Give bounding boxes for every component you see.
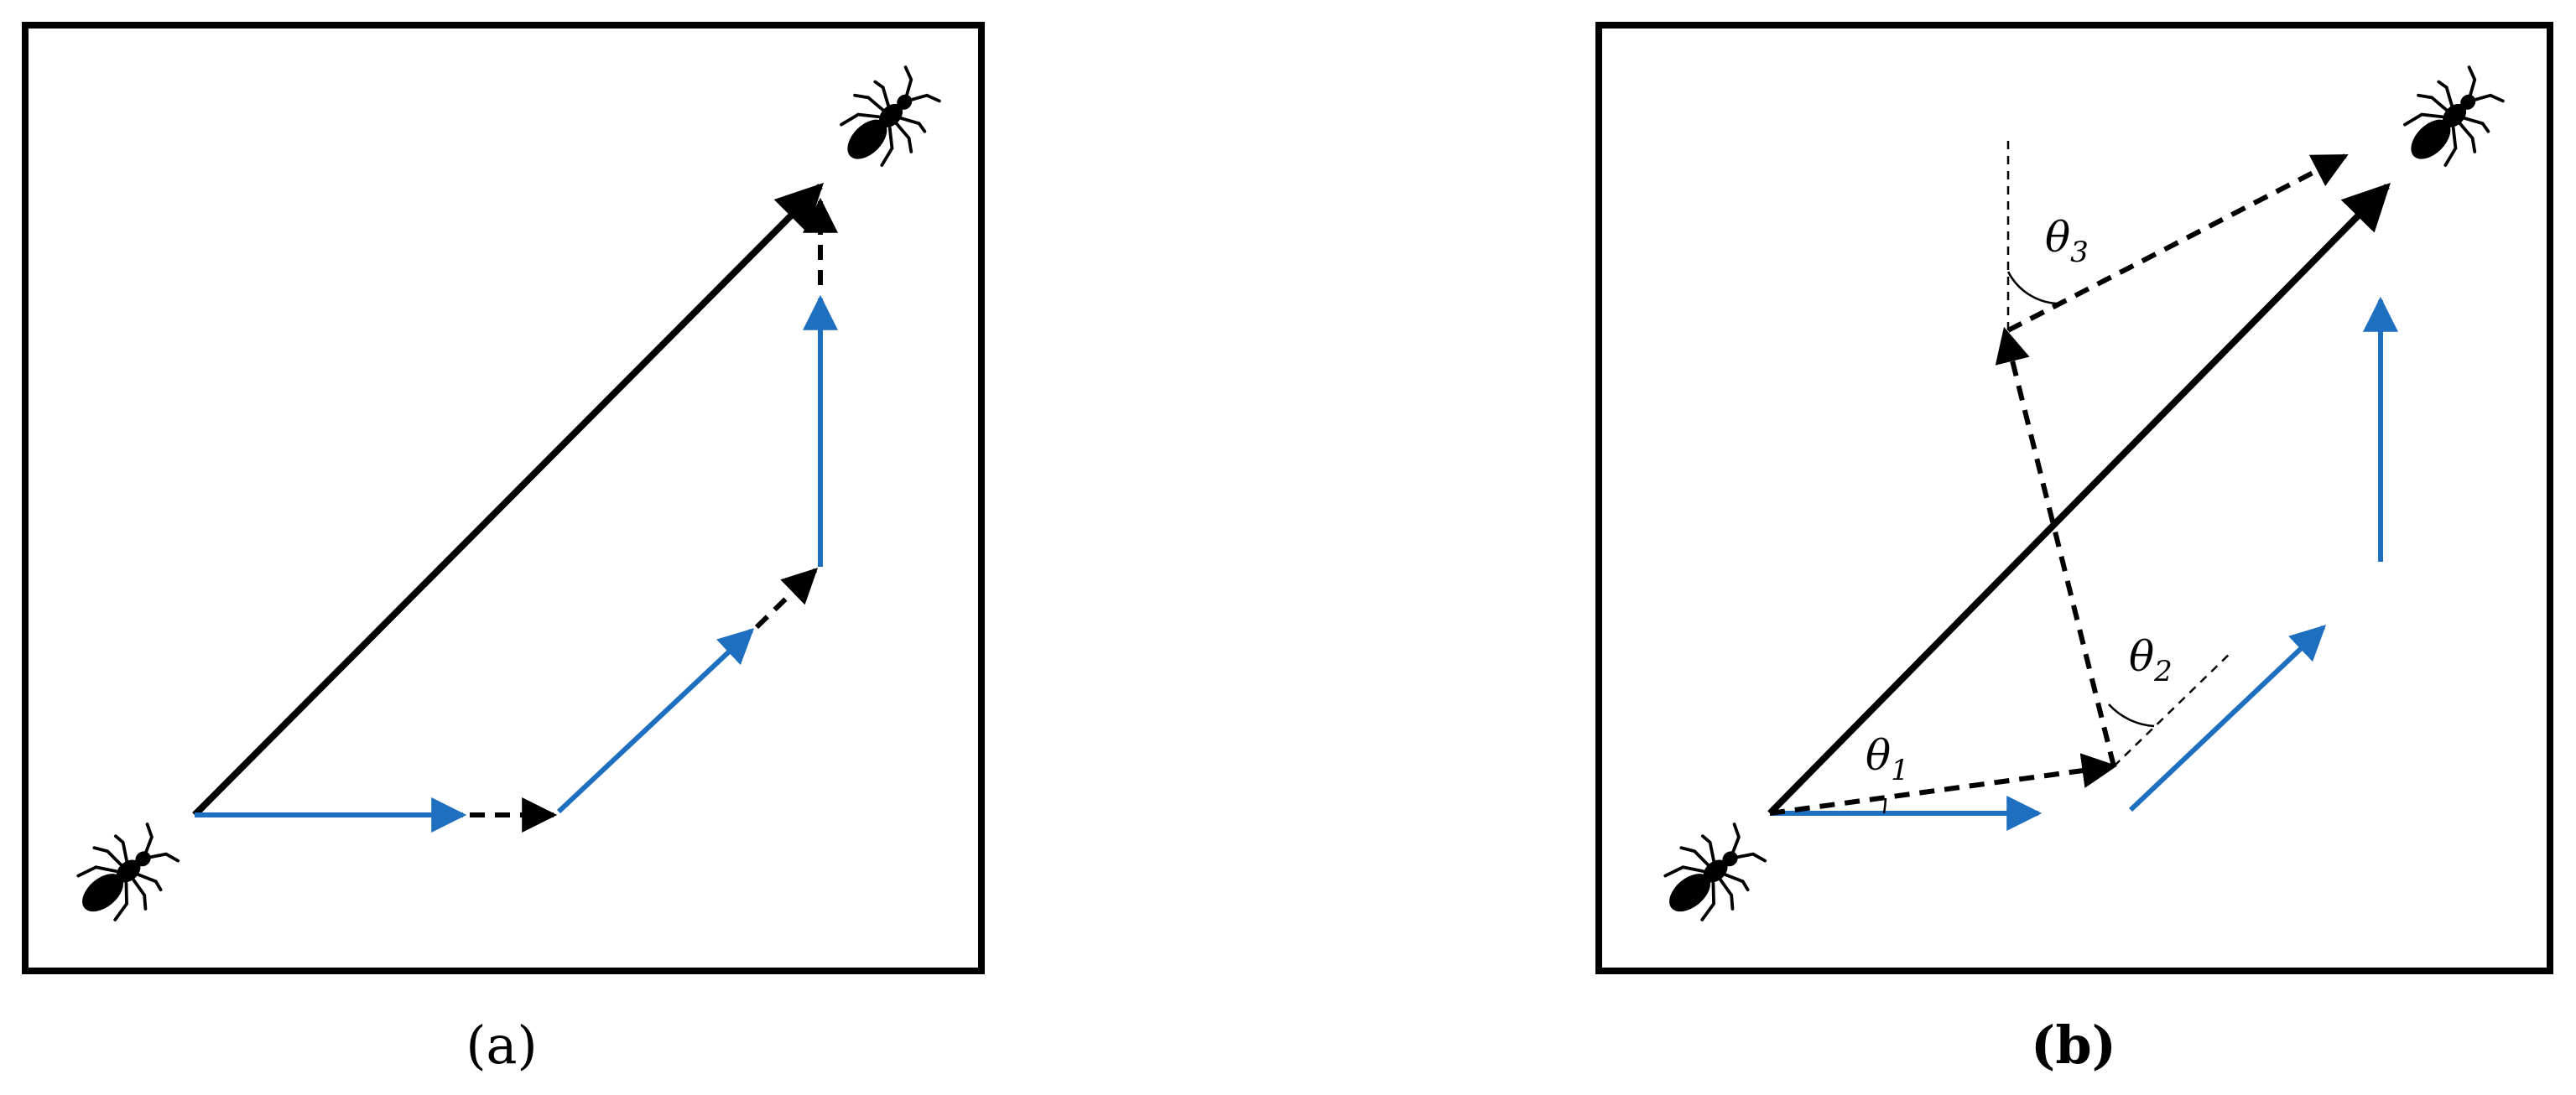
panel-a-start-ant-icon — [57, 810, 190, 941]
panel-a — [22, 22, 985, 974]
panel-b-angle-arc-1 — [1882, 797, 1887, 814]
panel-a-blue-arrow-2 — [556, 628, 755, 814]
panel-b-frame — [1595, 22, 2553, 974]
panel-a-frame — [22, 22, 985, 974]
panel-b-blue-arrow-2 — [2128, 625, 2327, 812]
panel-b-reference-line-2 — [2113, 650, 2234, 767]
theta1-label: θ1 — [1866, 731, 1909, 787]
panel-b-dashed-path-3 — [2006, 153, 2349, 333]
panel-b-dashed-path-1 — [1769, 753, 2118, 816]
panel-b: θ1 θ2 θ3 — [1595, 22, 2553, 974]
panel-b-resultant-arrow — [1767, 183, 2391, 816]
panel-b-dashed-path-2 — [1995, 326, 2116, 767]
panel-b-angle-arc-2 — [2108, 703, 2155, 728]
panel-a-label: (a) — [466, 1015, 537, 1076]
panel-b-end-ant-icon — [2384, 54, 2516, 186]
panel-b-label: (b) — [2031, 1015, 2116, 1076]
panel-a-resultant-arrow — [192, 183, 824, 817]
panel-b-angle-arc-3 — [2006, 271, 2058, 305]
panel-a-end-ant-icon — [820, 54, 953, 186]
panel-b-start-ant-icon — [1644, 810, 1777, 941]
panel-a-dashed-arrow-2 — [754, 568, 819, 630]
theta3-label: θ3 — [2045, 213, 2089, 269]
theta2-label: θ2 — [2129, 632, 2173, 688]
